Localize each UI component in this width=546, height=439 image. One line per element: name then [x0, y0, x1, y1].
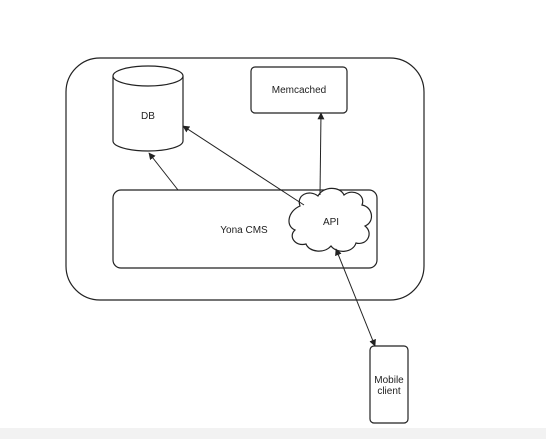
db-node[interactable]: DB — [112, 65, 184, 152]
db-cylinder-top — [112, 65, 184, 87]
mobile-client-box — [369, 345, 409, 424]
memcached-label: Memcached — [272, 85, 326, 96]
edge-cms-to-db — [148, 152, 179, 191]
mobile-client-node[interactable]: Mobile client — [369, 345, 409, 424]
mobile-client-label-line2: client — [377, 386, 401, 397]
db-label: DB — [141, 111, 155, 122]
edge-api-mobile-bidirectional — [335, 248, 376, 347]
bottom-band — [0, 428, 546, 439]
system-boundary — [65, 57, 425, 301]
edge-api-to-db — [182, 125, 305, 206]
db-cylinder-body — [112, 76, 184, 152]
mobile-client-label-line1: Mobile — [374, 375, 404, 386]
api-label: API — [323, 217, 339, 228]
memcached-box — [250, 66, 348, 114]
api-cloud-shape — [288, 187, 372, 252]
cms-label: Yona CMS — [220, 225, 268, 236]
api-node[interactable]: API — [288, 187, 372, 252]
edge-api-to-memcached — [317, 112, 325, 196]
memcached-node[interactable]: Memcached — [250, 66, 348, 114]
